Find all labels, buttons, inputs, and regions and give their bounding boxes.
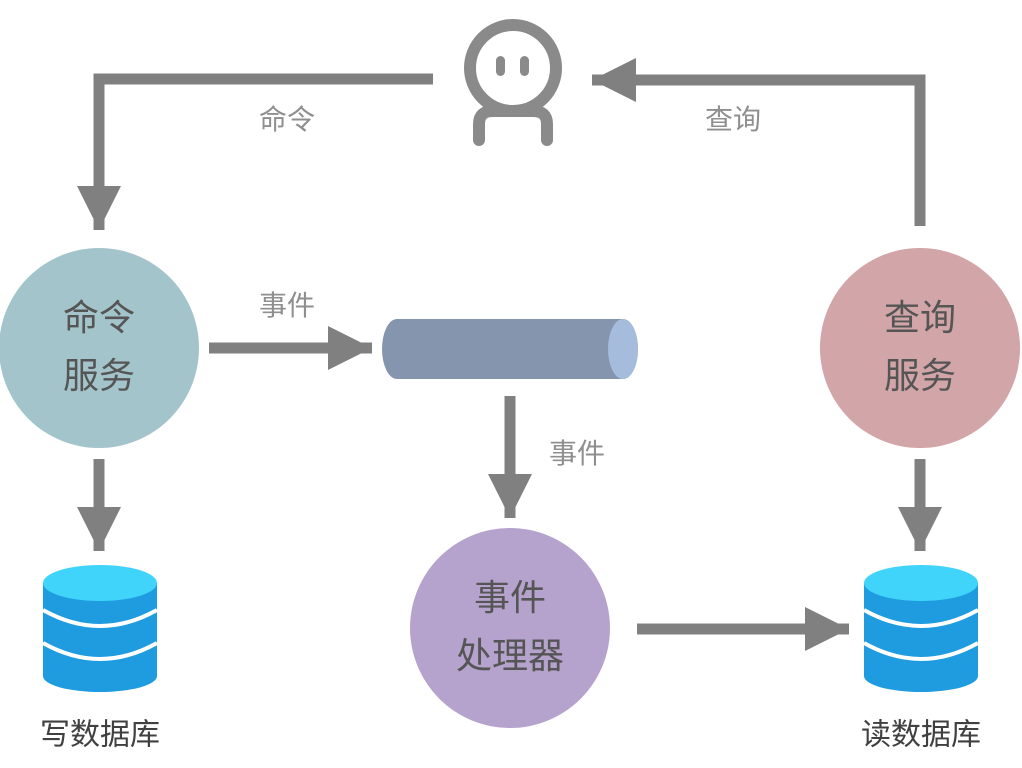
edge-label-event-top: 事件 xyxy=(259,289,315,322)
command-service-label-2: 服务 xyxy=(63,356,135,397)
arrow-user-to-command xyxy=(77,73,433,230)
read-database-icon xyxy=(863,565,979,692)
query-service-node: 查询 服务 xyxy=(820,248,1020,448)
command-service-label-1: 命令 xyxy=(63,298,135,339)
write-database-label: 写数据库 xyxy=(40,718,160,753)
command-service-node: 命令 服务 xyxy=(0,248,199,448)
read-database-label: 读数据库 xyxy=(861,718,981,753)
edge-label-event-side: 事件 xyxy=(549,437,605,470)
edge-label-command: 命令 xyxy=(259,103,315,136)
user-icon xyxy=(464,19,562,146)
write-database-icon xyxy=(42,565,158,692)
event-queue-pipe xyxy=(382,319,638,379)
arrow-query-to-user xyxy=(592,58,926,226)
edge-label-query: 查询 xyxy=(705,103,761,136)
event-handler-label-2: 处理器 xyxy=(456,636,564,677)
event-handler-label-1: 事件 xyxy=(474,578,546,619)
event-handler-node: 事件 处理器 xyxy=(410,528,610,728)
query-service-label-1: 查询 xyxy=(884,298,956,339)
query-service-label-2: 服务 xyxy=(884,356,956,397)
